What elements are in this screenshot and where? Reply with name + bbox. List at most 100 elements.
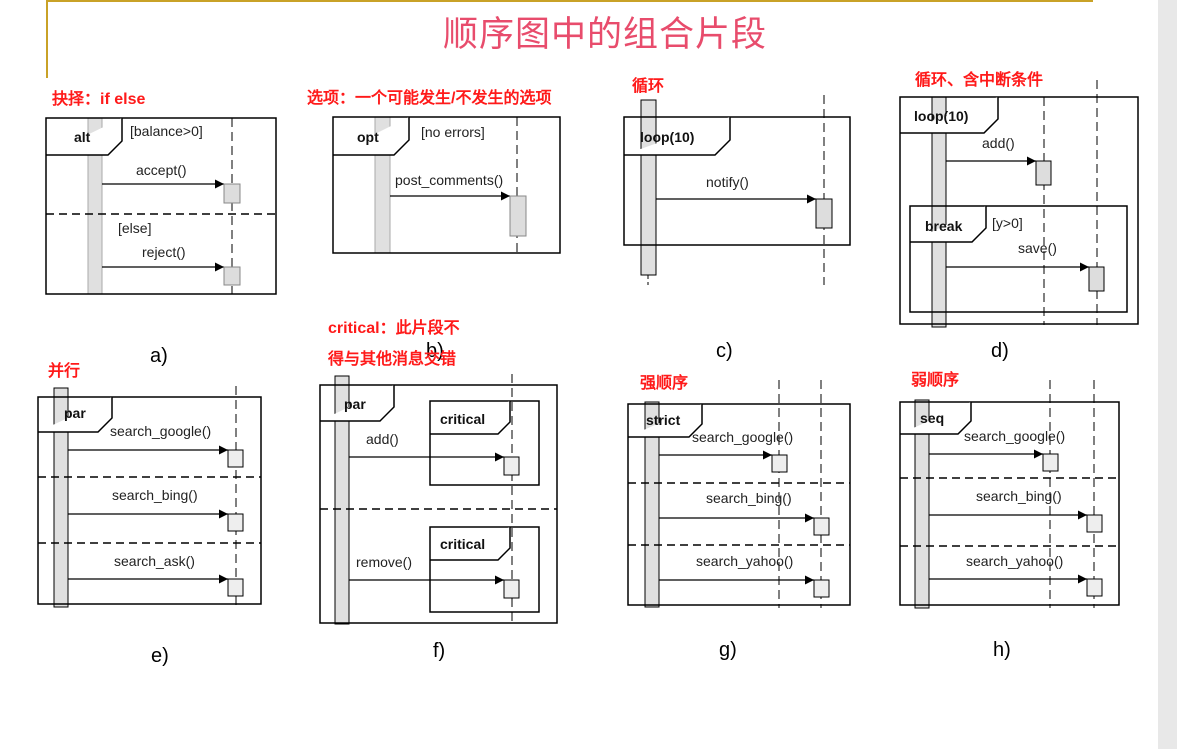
panel-g-msg1: search_google(): [692, 429, 793, 445]
panel-d-msg2: save(): [1018, 240, 1057, 256]
panel-e-msg2: search_bing(): [112, 487, 198, 503]
panel-a-exec1: [223, 183, 241, 204]
panel-h-msg1: search_google(): [964, 428, 1065, 444]
panel-a-msg2: reject(): [142, 244, 186, 260]
panel-f-msg1: add(): [366, 431, 399, 447]
panel-e-exec2: [227, 513, 244, 532]
panel-e-note: 并行: [48, 361, 80, 380]
panel-f-inner-operator1: critical: [440, 411, 485, 427]
panel-e-msg3: search_ask(): [114, 553, 195, 569]
panel-f-inner-frame2: [429, 526, 540, 613]
panel-d-note: 循环、含中断条件: [915, 70, 1043, 89]
panel-f-inner-operator-pentagon2: [430, 527, 511, 561]
panel-b: 选项：一个可能发生/不发生的选项 opt [no errors] post_co…: [307, 88, 561, 362]
panel-g-activation: [644, 401, 660, 608]
panel-g-exec2: [813, 517, 830, 536]
panel-e-operator: par: [64, 405, 86, 421]
panel-e-caption: e): [151, 645, 169, 667]
panel-f-note-line2: 得与其他消息交错: [327, 349, 456, 368]
panel-h-operator: seq: [920, 410, 944, 426]
panel-h: 弱顺序 seq search_google() search_bing() se…: [899, 370, 1120, 661]
panel-a-guard1: [balance>0]: [130, 123, 203, 139]
panel-h-activation: [914, 399, 930, 609]
panel-d-msg1: add(): [982, 135, 1015, 151]
panel-g-operator-pentagon: [628, 404, 703, 438]
panel-f: critical：此片段不 得与其他消息交错 par critical add(…: [319, 318, 558, 662]
panel-c-note: 循环: [632, 76, 664, 95]
panel-d-inner-operator-pentagon: [910, 206, 987, 243]
panel-d-operator: loop(10): [914, 108, 968, 124]
title-frame-top-line: [46, 0, 1093, 2]
panel-c-exec: [815, 198, 833, 229]
panel-e: 并行 par search_google() search_bing() sea…: [37, 361, 262, 667]
panel-h-msg2: search_bing(): [976, 488, 1062, 504]
panel-b-operator: opt: [357, 129, 379, 145]
panel-f-inner-operator2: critical: [440, 536, 485, 552]
panel-b-operator-pentagon: [333, 117, 410, 156]
panel-f-exec1: [503, 456, 520, 476]
panel-g: 强顺序 strict search_google() search_bing()…: [627, 373, 851, 661]
panel-a-caption: a): [150, 345, 168, 367]
panel-b-exec: [509, 195, 527, 237]
panel-d-caption: d): [991, 340, 1009, 362]
panel-g-exec3: [813, 579, 830, 598]
panel-a-exec2: [223, 266, 241, 286]
panel-e-operator-pentagon: [38, 397, 113, 433]
panel-f-msg2: remove(): [356, 554, 412, 570]
panel-c-msg: notify(): [706, 174, 749, 190]
panel-h-frame: [899, 401, 1120, 606]
panel-g-msg3: search_yahoo(): [696, 553, 793, 569]
panel-b-frame: [332, 116, 561, 254]
panel-h-msg3: search_yahoo(): [966, 553, 1063, 569]
panel-g-frame: [627, 403, 851, 606]
panel-b-guard: [no errors]: [421, 124, 485, 140]
panel-a-frame: [45, 117, 277, 295]
panel-h-note: 弱顺序: [911, 370, 959, 389]
scrollbar[interactable]: [1158, 0, 1177, 749]
panel-d-inner-frame: [909, 205, 1128, 313]
panel-a-operator: alt: [74, 129, 91, 145]
panel-f-inner-frame1: [429, 400, 540, 486]
panel-b-note: 选项：一个可能发生/不发生的选项: [307, 88, 551, 107]
panel-b-msg: post_comments(): [395, 172, 503, 188]
panel-g-operator: strict: [646, 412, 681, 428]
panel-c-operator-pentagon: [624, 117, 731, 156]
title-frame-left-line: [46, 0, 48, 78]
panel-a-note: 抉择：if else: [52, 89, 145, 108]
panel-g-exec1: [771, 454, 788, 473]
panel-c-operator: loop(10): [640, 129, 694, 145]
panel-d: 循环、含中断条件 loop(10) add() break [y>0] save…: [899, 70, 1139, 362]
panel-f-note-line1: critical：此片段不: [328, 318, 460, 337]
panel-e-msg1: search_google(): [110, 423, 211, 439]
panel-h-caption: h): [993, 639, 1011, 661]
panel-f-operator: par: [344, 396, 366, 412]
panel-f-activation: [334, 375, 350, 625]
panel-h-exec1: [1042, 453, 1059, 472]
panel-g-caption: g): [719, 639, 737, 661]
panel-f-frame: [319, 384, 558, 624]
page-title: 顺序图中的组合片段: [442, 15, 767, 54]
panel-b-caption: b): [426, 340, 444, 362]
panel-e-exec3: [227, 578, 244, 597]
panel-d-operator-pentagon: [900, 97, 999, 134]
panel-e-frame: [37, 396, 262, 605]
panel-c-caption: c): [716, 340, 733, 362]
panel-h-operator-pentagon: [900, 402, 972, 435]
panel-g-note: 强顺序: [640, 373, 688, 392]
panel-f-exec2: [503, 579, 520, 599]
panel-d-frame: [899, 96, 1139, 325]
panel-a: 抉择：if else alt [balance>0] accept() [els…: [45, 89, 277, 367]
panel-e-exec1: [227, 449, 244, 468]
panel-f-inner-operator-pentagon1: [430, 401, 511, 435]
panel-d-inner-operator: break: [925, 218, 963, 234]
panel-c: 循环 loop(10) notify() c): [623, 76, 851, 362]
panel-h-exec3: [1086, 578, 1103, 597]
panel-g-msg2: search_bing(): [706, 490, 792, 506]
panel-a-msg1: accept(): [136, 162, 187, 178]
panel-h-exec2: [1086, 514, 1103, 533]
panel-a-operator-pentagon: [46, 118, 123, 156]
panel-d-exec1: [1035, 160, 1052, 186]
panel-e-activation: [53, 387, 69, 608]
panel-c-frame: [623, 116, 851, 246]
